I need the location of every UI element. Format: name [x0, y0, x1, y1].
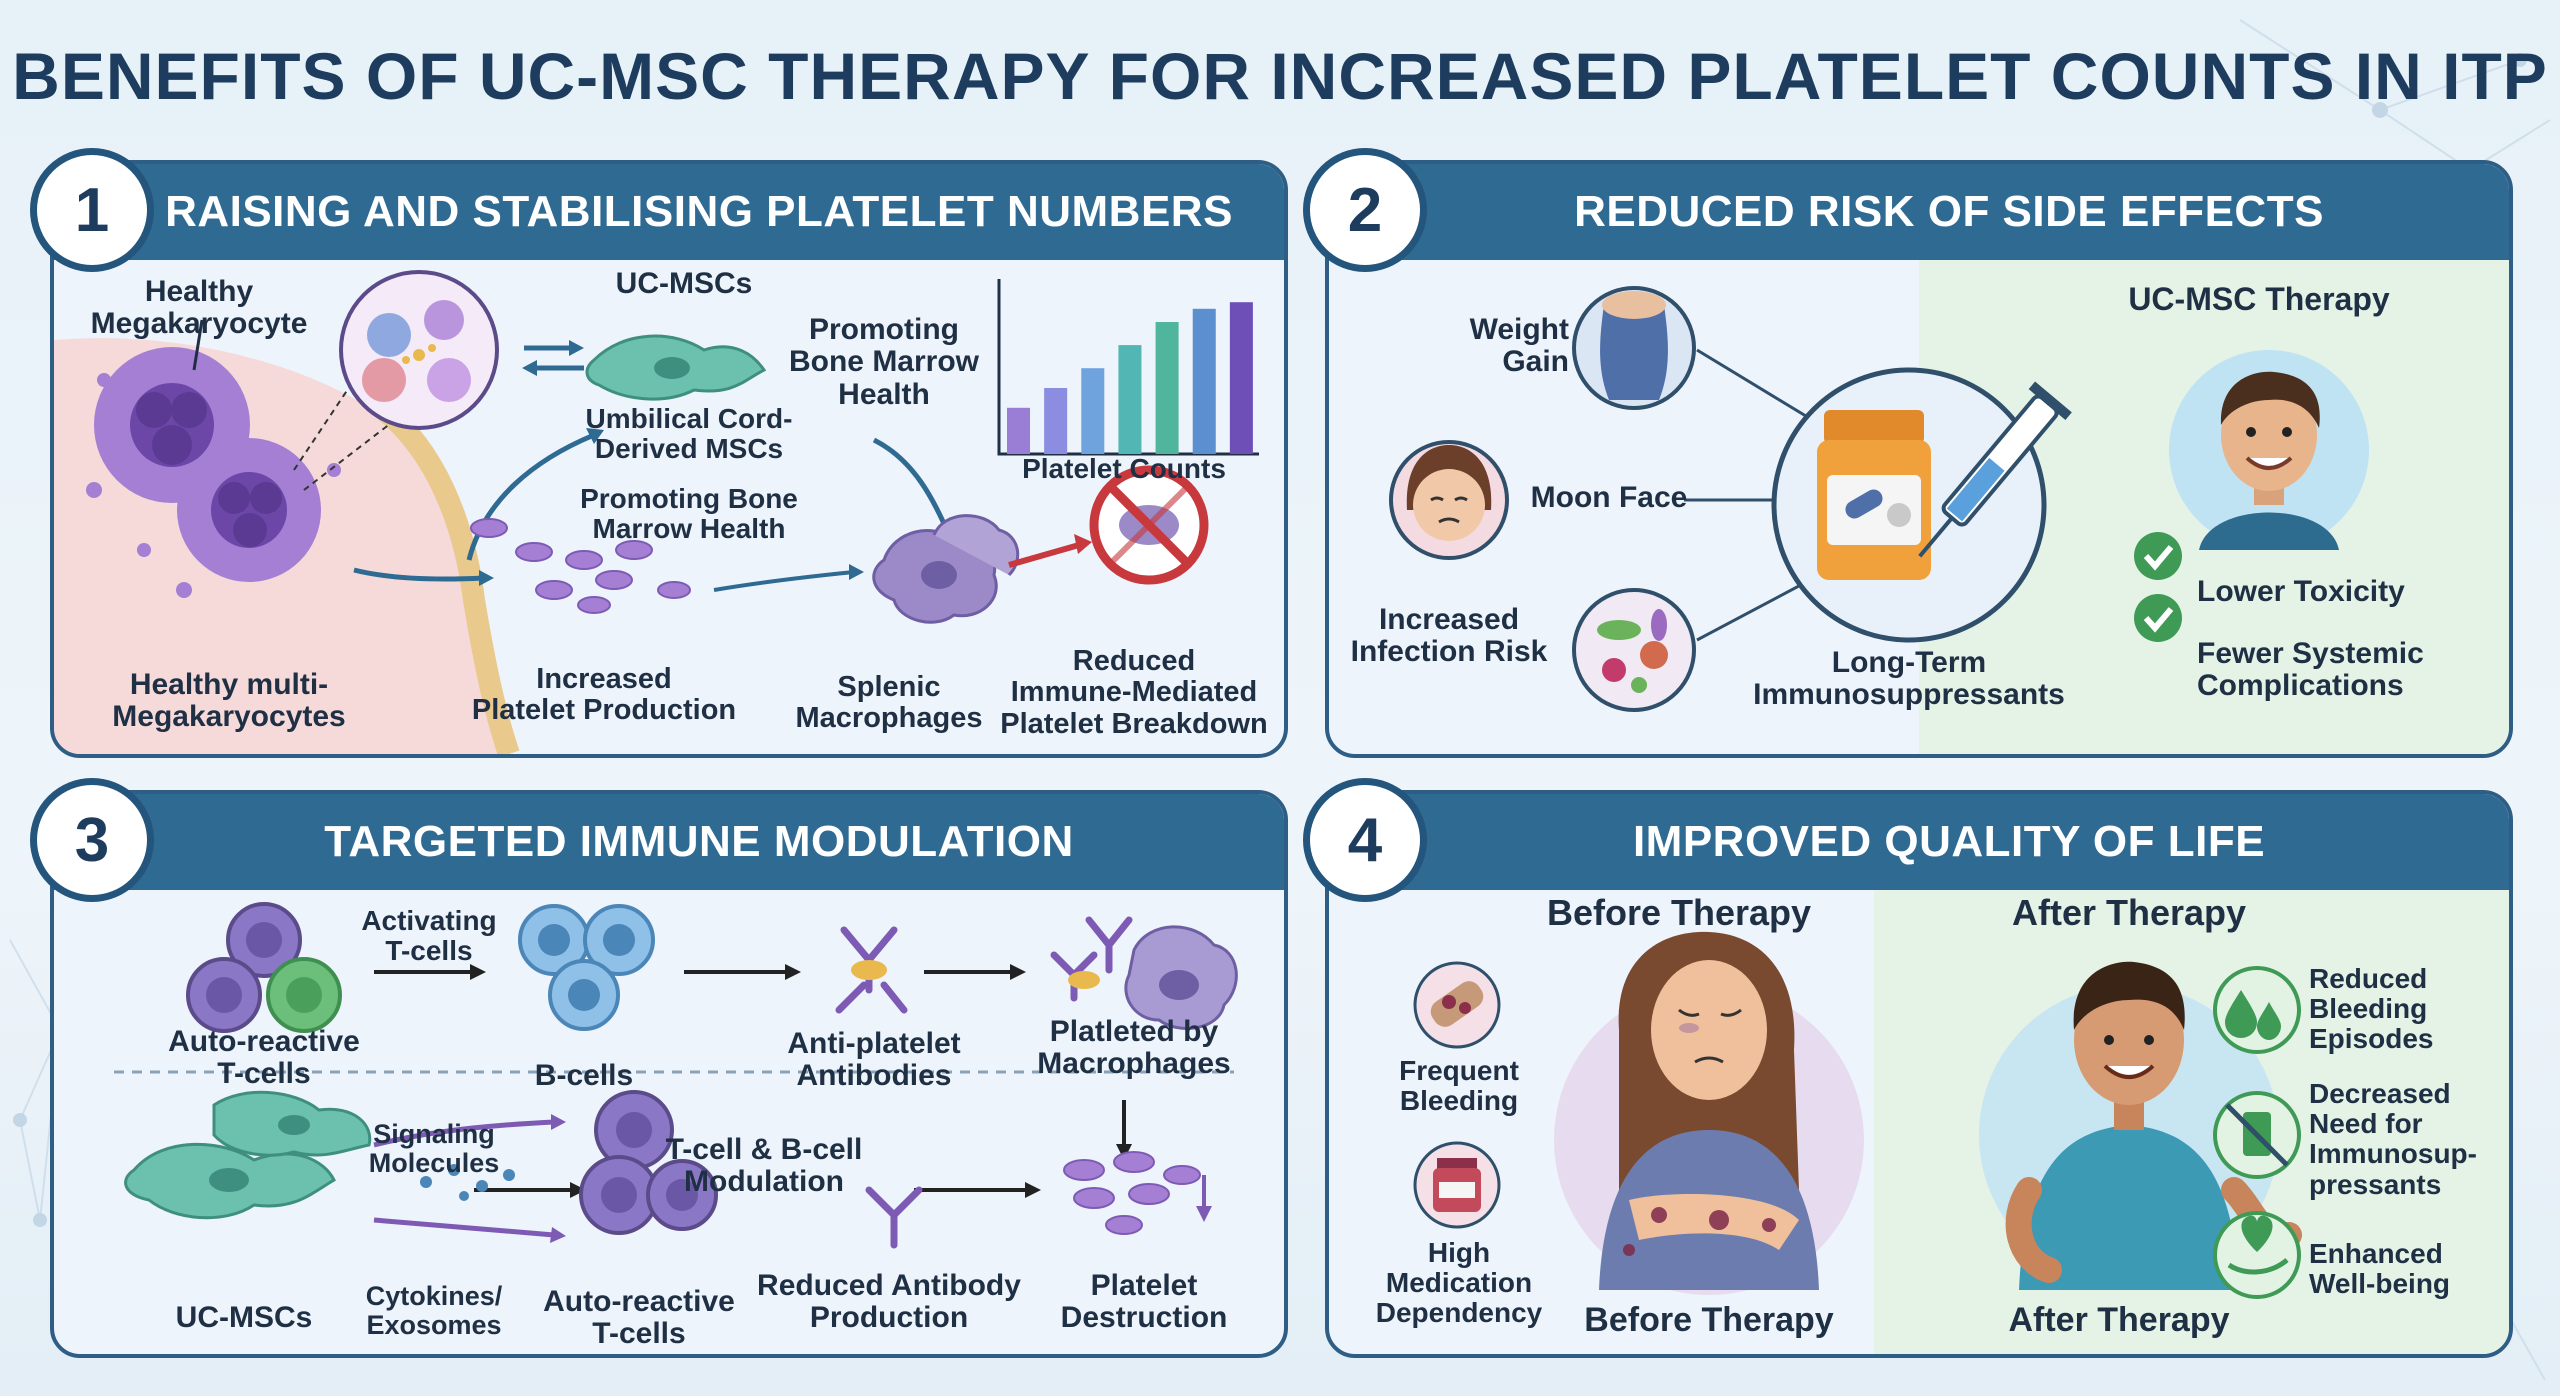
panel-3-heading: TARGETED IMMUNE MODULATION: [54, 794, 1284, 890]
macrophage-icon: [872, 514, 1020, 624]
enhanced-well-being-label: Enhanced Well-being: [2309, 1238, 2451, 1300]
healthy-megakaryocyte-label: Healthy Megakaryocyte: [90, 275, 308, 341]
reduced-bleeding-label: Reduced Bleeding Episodes: [2309, 963, 2434, 1055]
b-cells-label: B-cells: [534, 1059, 634, 1092]
anti-platelet-antibodies-label: Anti-platelet Antibodies: [787, 1027, 961, 1093]
decreased-need-label: Decreased Need for Immunosup- pressants: [2309, 1078, 2477, 1200]
before-therapy-title: Before Therapy: [1546, 892, 1812, 933]
promoting-bone-marrow-center-label: Promoting Bone Marrow Health: [580, 483, 798, 545]
uc-mscs-label: UC-MSCs: [615, 267, 753, 300]
panel-immune-modulation: TARGETED IMMUNE MODULATION: [50, 790, 1288, 1358]
panel-3-illustration: [114, 902, 1238, 1249]
no-medication-icon: [2213, 1091, 2301, 1179]
panel-2-illustration: [1389, 286, 2369, 712]
reduced-antibody-production-label: Reduced Antibody Production: [757, 1269, 1021, 1335]
weight-gain-label: Weight Gain: [1469, 313, 1569, 379]
after-therapy-caption: After Therapy: [2008, 1301, 2230, 1339]
panel-1-number: 1: [30, 148, 154, 272]
platelet-counts-label: Platelet Counts: [1022, 453, 1226, 484]
panel-1-heading: RAISING AND STABILISING PLATELET NUMBERS: [54, 164, 1284, 260]
moon-face-label: Moon Face: [1530, 481, 1688, 514]
panel-quality-of-life: IMPROVED QUALITY OF LIFE: [1325, 790, 2513, 1358]
check-icon: [2134, 532, 2182, 580]
megakaryocyte-icon: [86, 347, 341, 598]
uc-msc-therapy-label: UC-MSC Therapy: [2128, 281, 2390, 317]
t-cell-icon: [186, 902, 342, 1033]
panel-side-effects: REDUCED RISK OF SIDE EFFECTS: [1325, 160, 2513, 758]
healthy-multi-megakaryocytes-label: Healthy multi- Megakaryocytes: [112, 668, 346, 734]
uc-mscs-bottom-label: UC-MSCs: [175, 1301, 313, 1334]
chart-bar-1: [1007, 407, 1031, 454]
increased-platelet-production-label: Increased Platelet Production: [471, 663, 737, 727]
panel-3-number: 3: [30, 778, 154, 902]
panel-2-number: 2: [1303, 148, 1427, 272]
chart-bar-5: [1155, 322, 1179, 454]
panel-4-heading: IMPROVED QUALITY OF LIFE: [1329, 794, 2509, 890]
promoting-bone-marrow-top-label: Promoting Bone Marrow Health: [788, 313, 980, 411]
signaling-molecules-label: Signaling Molecules: [368, 1119, 500, 1179]
chart-bar-3: [1081, 368, 1105, 454]
chart-bar-4: [1118, 345, 1142, 454]
panel-4-illustration: [1413, 931, 2302, 1299]
platelet-count-chart: [997, 279, 1259, 456]
increased-infection-risk-label: Increased Infection Risk: [1350, 603, 1548, 669]
b-cell-icon: [518, 904, 655, 1031]
before-therapy-caption: Before Therapy: [1584, 1301, 1834, 1339]
chart-bar-6: [1192, 308, 1216, 454]
activating-t-cells-label: Activating T-cells: [361, 905, 497, 967]
chart-bar-2: [1044, 388, 1068, 454]
splenic-macrophages-label: Splenic Macrophages: [795, 671, 983, 735]
tb-cell-modulation-label: T-cell & B-cell Modulation: [665, 1133, 863, 1199]
long-term-immunosuppressants-label: Long-Term Immunosuppressants: [1753, 646, 2065, 712]
panel-4-number: 4: [1303, 778, 1427, 902]
benefit-fewer-complications: Fewer Systemic Complications: [2197, 637, 2424, 703]
cytokines-exosomes-label: Cytokines/ Exosomes: [365, 1281, 503, 1341]
panel-1-illustration: [54, 270, 1209, 754]
after-therapy-title: After Therapy: [2011, 892, 2247, 933]
check-icon: [2134, 594, 2182, 642]
heart-hand-icon: [2213, 1211, 2301, 1299]
drop-icon: [2213, 966, 2301, 1054]
frequent-bleeding-label: Frequent Bleeding: [1399, 1055, 1519, 1117]
platelet-destruction-label: Platelet Destruction: [1060, 1269, 1228, 1335]
auto-reactive-t-cells-top-label: Auto-reactive T-cells: [168, 1025, 360, 1091]
auto-reactive-t-cells-bottom-label: Auto-reactive T-cells: [543, 1285, 735, 1351]
high-medication-label: High Medication Dependency: [1375, 1237, 1543, 1329]
chart-bar-7: [1229, 302, 1253, 454]
panel-platelet-numbers: RAISING AND STABILISING PLATELET NUMBERS: [50, 160, 1288, 758]
umbilical-cord-label: Umbilical Cord- Derived MSCs: [585, 403, 793, 465]
reduced-platelet-breakdown-label: Reduced Immune-Mediated Platelet Breakdo…: [1000, 645, 1268, 740]
benefit-lower-toxicity: Lower Toxicity: [2197, 575, 2405, 608]
panel-2-heading: REDUCED RISK OF SIDE EFFECTS: [1329, 164, 2509, 260]
platleted-by-macrophages-label: Platleted by Macrophages: [1037, 1015, 1231, 1081]
msc-cell-icon: [124, 1090, 372, 1220]
page-title: BENEFITS OF UC-MSC THERAPY FOR INCREASED…: [12, 39, 2548, 113]
